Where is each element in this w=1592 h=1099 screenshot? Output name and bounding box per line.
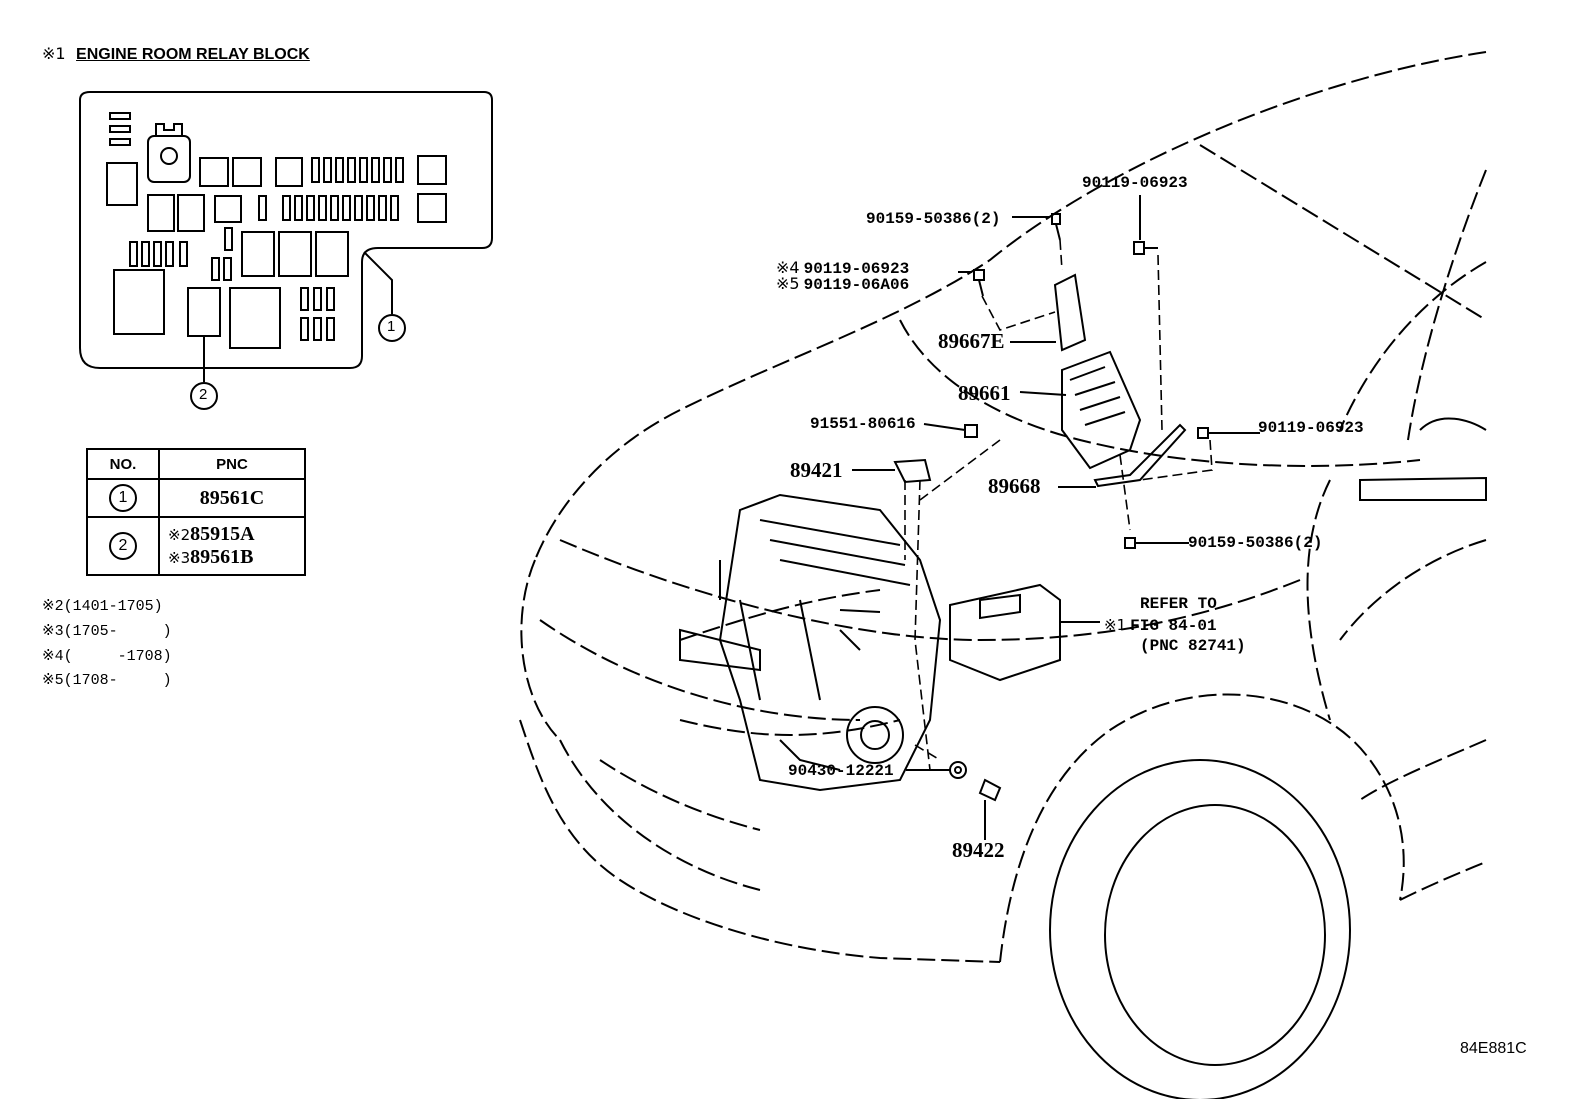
relay-block-heading: ※1 ENGINE ROOM RELAY BLOCK: [42, 44, 310, 64]
part-90430: 90430-12221: [788, 762, 894, 780]
assembly-guides: [904, 239, 1213, 771]
ecu-module: [1010, 273, 1142, 470]
part-90159-bottom: 90159-50386(2): [1188, 534, 1323, 552]
vehicle-outline: [519, 51, 1487, 963]
callout-bubbles: [190, 314, 406, 410]
relay-block-drawing: [79, 91, 493, 382]
pnc-row-2-no: 2: [86, 516, 160, 576]
front-wheel: [1049, 759, 1351, 1099]
note-3: ※3(1705- ): [42, 623, 172, 640]
note-2: ※2(1401-1705): [42, 598, 163, 615]
pnc-row-1-no: 1: [86, 478, 160, 518]
figure-code: 84E881C: [1460, 1040, 1527, 1057]
note-4: ※4( -1708): [42, 648, 172, 665]
refer-line-1: REFER TO: [1140, 595, 1217, 613]
pnc-table: NO. PNC 1 89561C 2 ※285915A ※389561B: [86, 448, 306, 576]
pnc-row-2-pnc: ※285915A ※389561B: [158, 516, 306, 576]
bracket-89668: [1058, 423, 1187, 488]
pnc-header-no: NO.: [86, 448, 160, 480]
part-90159-top: 90159-50386(2): [866, 210, 1001, 228]
part-89421: 89421: [790, 458, 843, 482]
callout-1-label: 1: [387, 318, 396, 335]
relay-block-title: ENGINE ROOM RELAY BLOCK: [76, 46, 310, 63]
note-5: ※5(1708- ): [42, 672, 172, 689]
pnc-header-pnc: PNC: [158, 448, 306, 480]
relay-block-mark: ※1: [42, 44, 66, 63]
pnc-row-1-pnc: 89561C: [158, 478, 306, 518]
part-90119-right: 90119-06923: [1258, 419, 1364, 437]
relay-block-installed: [949, 583, 1100, 682]
part-90119-top: 90119-06923: [1082, 174, 1188, 192]
part-89422: 89422: [952, 838, 1005, 862]
side-mirror: [1359, 417, 1487, 501]
engine-assembly: [679, 493, 942, 792]
part-89667E: 89667E: [938, 329, 1005, 353]
callout-2-label: 2: [199, 386, 208, 403]
refer-line-3: (PNC 82741): [1140, 637, 1246, 655]
part-89661: 89661: [958, 381, 1011, 405]
bolts: [852, 195, 1260, 840]
part-91551: 91551-80616: [810, 415, 916, 433]
part-89668: 89668: [988, 474, 1041, 498]
